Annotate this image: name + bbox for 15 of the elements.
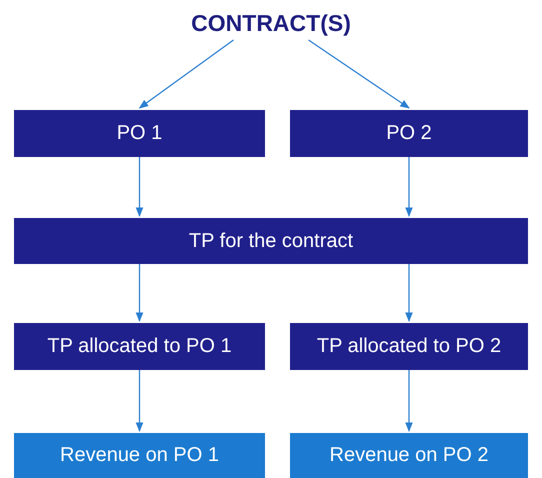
process-box: Revenue on PO 1 — [14, 433, 265, 478]
process-box: PO 2 — [290, 110, 528, 157]
arrow — [136, 157, 144, 217]
process-box: TP allocated to PO 2 — [290, 323, 528, 370]
arrow — [308, 40, 410, 109]
process-box: TP allocated to PO 1 — [14, 323, 265, 370]
arrow — [405, 264, 413, 322]
arrow — [405, 157, 413, 217]
arrow — [136, 264, 144, 322]
process-box: Revenue on PO 2 — [290, 433, 528, 478]
process-box: PO 1 — [14, 110, 265, 157]
arrow — [136, 370, 144, 432]
process-box: TP for the contract — [14, 218, 528, 264]
arrow — [405, 370, 413, 432]
arrow — [138, 40, 234, 109]
